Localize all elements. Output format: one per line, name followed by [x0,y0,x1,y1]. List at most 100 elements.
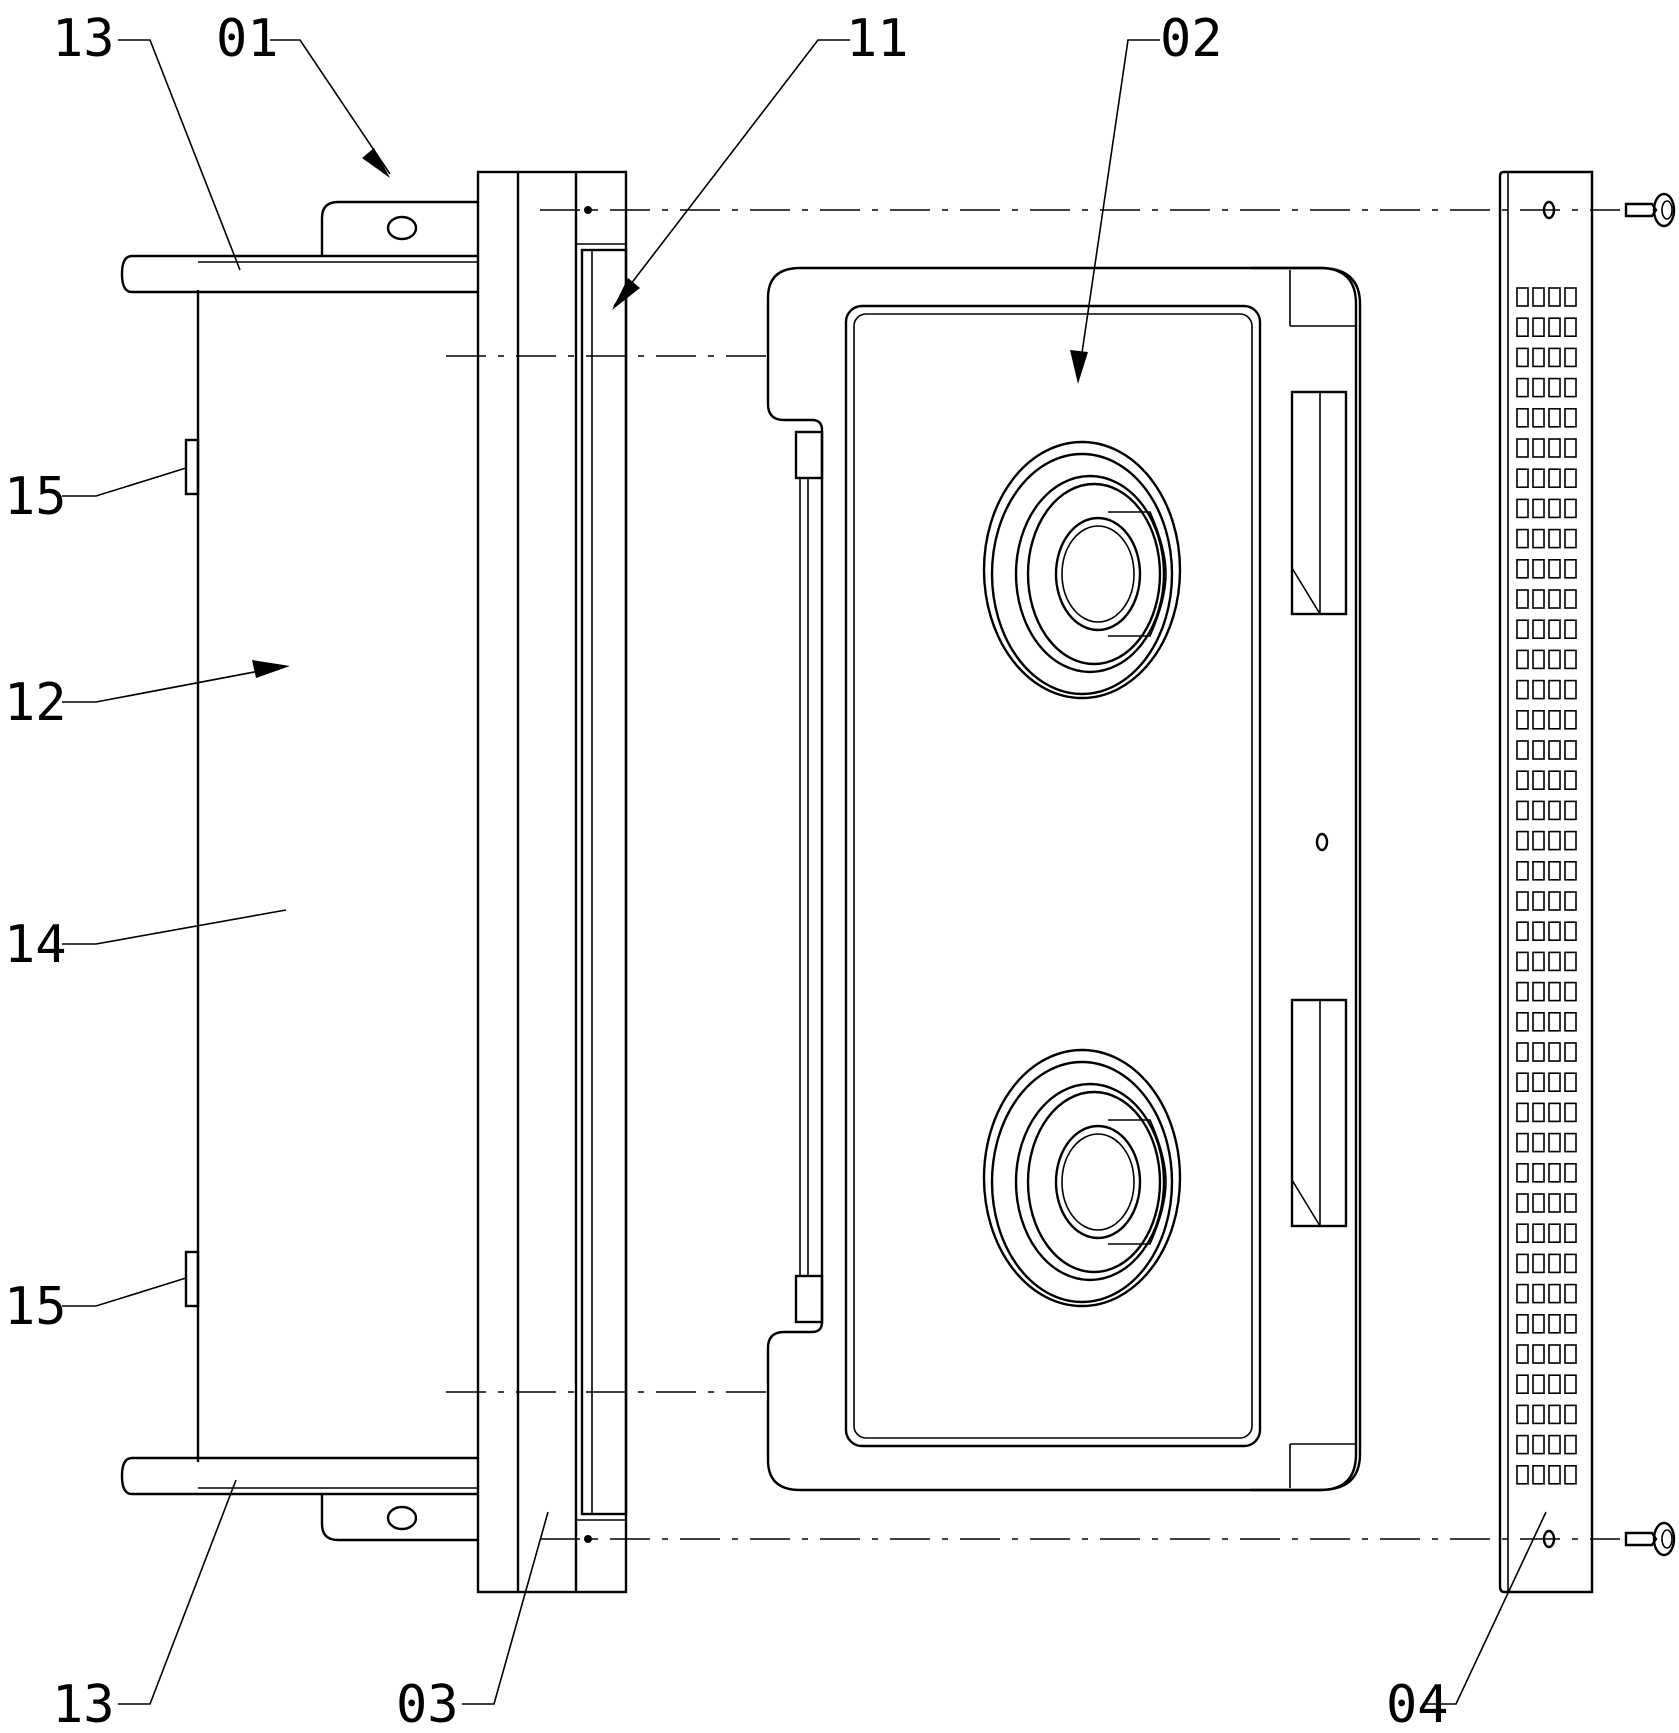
vent-slot [1548,1314,1561,1334]
screw-bottom [1624,1521,1676,1557]
callout-02: 02 [1160,9,1223,69]
vent-slot [1532,589,1545,609]
vent-slot [1548,1223,1561,1243]
vent-slot [1516,770,1529,791]
vent-slot [1516,498,1529,519]
vent-slot [1564,860,1577,881]
vent-slot [1532,619,1545,640]
vent-slot [1548,1193,1561,1213]
vent-slot [1516,891,1529,911]
vent-slot [1548,800,1561,821]
vent-slot [1532,921,1545,942]
callout-04: 04 [1386,1675,1449,1733]
vent-slot [1564,921,1577,942]
vent-slot [1564,589,1577,609]
vent-slot [1564,1314,1577,1334]
vent-slot [1516,1344,1529,1364]
vent-slot [1532,709,1545,730]
screw-top [1624,192,1676,228]
vent-slot [1548,407,1561,428]
seal-strip-11 [580,248,628,1516]
vent-slot [1564,1072,1577,1092]
vent-slot [1516,1102,1529,1123]
vent-slot [1516,1163,1529,1183]
vent-slot [1532,468,1545,489]
vent-slot [1564,1102,1577,1123]
frame-plate-03 [476,170,628,1594]
vent-slot [1516,528,1529,549]
callout-15-bottom: 15 [4,1277,67,1337]
vent-slot [1564,1434,1577,1455]
vent-slot [1516,1314,1529,1334]
vent-slot [1516,1434,1529,1455]
vent-slot [1532,679,1545,700]
vent-slot [1548,528,1561,549]
vent-slot [1516,649,1529,670]
callout-13-bottom: 13 [52,1675,115,1733]
vent-slot [1564,709,1577,730]
vent-slot [1516,921,1529,942]
vent-slot [1532,740,1545,760]
vent-slot [1564,891,1577,911]
vent-slot [1516,740,1529,760]
callout-03: 03 [396,1675,459,1733]
vent-slot [1532,287,1545,307]
vent-slot [1532,407,1545,428]
vent-slot [1532,1434,1545,1455]
housing-body-12 [120,254,478,1496]
vent-slot [1548,830,1561,851]
alignment-centerlines [446,209,1620,1540]
vent-slot [1516,287,1529,307]
vent-slot [1564,1374,1577,1394]
vent-slot [1548,740,1561,760]
vent-slot [1548,1163,1561,1183]
vent-slot [1516,1465,1529,1485]
vent-slot [1532,1344,1545,1364]
vent-slot [1564,649,1577,670]
vent-slot [1532,1132,1545,1153]
vent-slot [1516,1193,1529,1213]
vent-slot [1516,468,1529,489]
vent-slot [1532,498,1545,519]
mounting-bracket-bottom [320,1494,478,1542]
vent-slot [1564,468,1577,489]
vent-slot [1532,860,1545,881]
vent-slot [1532,1193,1545,1213]
vent-slot [1548,1102,1561,1123]
vent-slot [1548,347,1561,368]
vent-slot [1548,589,1561,609]
vent-slot [1532,1314,1545,1334]
vent-slot [1532,1374,1545,1394]
vent-slot [1548,951,1561,972]
vent-slot [1532,1011,1545,1032]
vent-slot [1548,619,1561,640]
vent-slot [1564,1253,1577,1274]
vent-slot [1516,619,1529,640]
vent-slot [1516,1132,1529,1153]
vent-slot [1564,1132,1577,1153]
vent-slot-grid [1516,287,1577,1485]
vent-slot [1516,679,1529,700]
vent-slot [1532,1102,1545,1123]
vent-slot [1548,468,1561,489]
vent-slot [1548,1132,1561,1153]
vent-slot [1516,558,1529,579]
leader-lines [62,39,1547,1705]
vent-slot [1564,1404,1577,1425]
vent-slot [1564,438,1577,458]
vent-slot [1548,1253,1561,1274]
vent-slot [1564,770,1577,791]
vent-slot [1564,981,1577,1002]
vent-slot [1532,830,1545,851]
vent-slot [1532,891,1545,911]
vent-slot [1548,1344,1561,1364]
vent-slot [1532,528,1545,549]
vent-slot [1532,1404,1545,1425]
callout-01: 01 [216,9,279,69]
vent-slot [1548,377,1561,398]
vent-slot [1532,1223,1545,1243]
vent-slot [1516,347,1529,368]
vent-slot [1548,921,1561,942]
vent-slot [1516,1253,1529,1274]
vent-slot [1516,1011,1529,1032]
